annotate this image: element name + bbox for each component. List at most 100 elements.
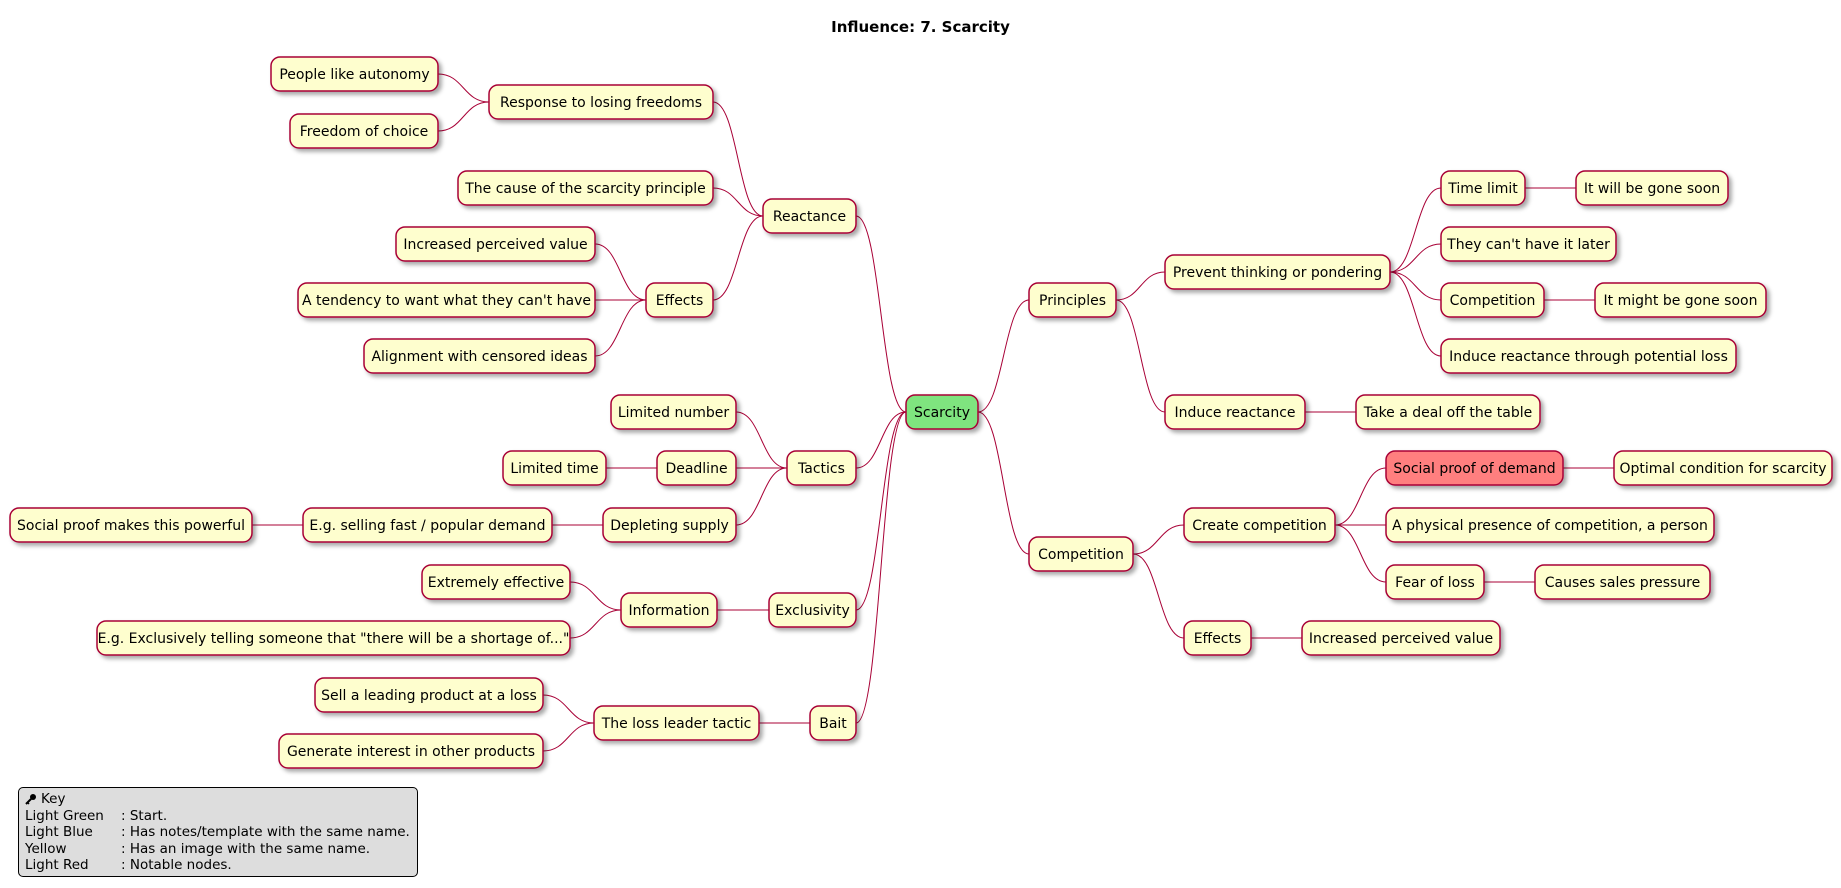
node-label: Social proof of demand: [1393, 461, 1555, 477]
node-label: Bait: [819, 716, 847, 732]
node-time-limit: Time limit: [1440, 170, 1526, 206]
node-reactance: Reactance: [762, 198, 857, 234]
node-label: Information: [628, 603, 709, 619]
legend-key: Light Red: [25, 857, 89, 873]
node-create-comp: Create competition: [1183, 507, 1336, 543]
node-box: [395, 226, 596, 262]
edge-root-reactance: [855, 215, 907, 413]
node-label: Exclusivity: [775, 603, 849, 619]
node-box: [1440, 226, 1617, 262]
node-box: [1594, 282, 1767, 318]
node-box: [645, 282, 714, 318]
node-label: Effects: [1194, 631, 1242, 647]
edge-loss_leader-sell_leading: [542, 694, 595, 724]
node-label: E.g. Exclusively telling someone that "t…: [98, 631, 570, 647]
node-induce-react: Induce reactance: [1164, 394, 1306, 430]
node-exclusively: E.g. Exclusively telling someone that "t…: [96, 620, 571, 656]
legend-desc: : Notable nodes.: [121, 857, 232, 873]
node-label: E.g. selling fast / popular demand: [309, 518, 545, 534]
node-box: [270, 56, 439, 92]
edge-root-exclusivity: [855, 411, 907, 611]
node-limited-num: Limited number: [610, 394, 737, 430]
node-label: Prevent thinking or pondering: [1173, 265, 1382, 281]
edge-principles-prevent: [1115, 271, 1166, 301]
node-label: The loss leader tactic: [601, 716, 752, 732]
key-icon: [25, 794, 36, 805]
node-box: [1183, 620, 1252, 656]
node-perceived-r: Increased perceived value: [1301, 620, 1501, 656]
node-box: [905, 394, 979, 430]
node-box: [302, 507, 553, 543]
node-label: Competition: [1450, 293, 1536, 309]
legend-desc: : Start.: [121, 807, 168, 824]
node-box: [1385, 507, 1715, 543]
node-might-gone: It might be gone soon: [1594, 282, 1767, 318]
node-response: Response to losing freedoms: [488, 84, 714, 120]
node-competition: Competition: [1028, 536, 1134, 572]
node-box: [1440, 338, 1737, 374]
edge-response-freedom: [437, 101, 490, 132]
mind-map-nodes: Scarcity Principles Prevent thinking or po…: [9, 56, 1833, 769]
edge-effects_l-perceived_l: [594, 243, 647, 301]
node-competition-p: Competition: [1440, 282, 1545, 318]
legend-row: Yellow : Has an image with the same name.: [25, 841, 411, 858]
edge-reactance-response: [712, 101, 764, 217]
edge-competition-create_comp: [1132, 524, 1185, 555]
node-label: Effects: [656, 293, 704, 309]
edge-prevent-induce_loss: [1389, 271, 1442, 357]
node-box: [1355, 394, 1541, 430]
node-label: Tactics: [797, 461, 845, 477]
legend-key: Yellow: [25, 840, 67, 857]
node-box: [457, 170, 714, 206]
node-tendency: A tendency to want what they can't have: [297, 282, 596, 318]
node-physical: A physical presence of competition, a pe…: [1385, 507, 1715, 543]
node-label: The cause of the scarcity principle: [464, 181, 706, 197]
node-box: [1575, 170, 1729, 206]
node-box: [656, 450, 737, 486]
node-tactics: Tactics: [786, 450, 857, 486]
legend: Key Light Green: Start. Light Blue: Has …: [18, 787, 418, 877]
node-box: [610, 394, 737, 430]
node-induce-loss: Induce reactance through potential loss: [1440, 338, 1737, 374]
node-prevent: Prevent thinking or pondering: [1164, 254, 1391, 290]
node-box: [1613, 450, 1833, 486]
node-box: [289, 113, 439, 149]
edge-root-tactics: [855, 411, 907, 469]
node-box: [278, 733, 544, 769]
mind-map-edges: [252, 73, 1614, 752]
node-label: Take a deal off the table: [1363, 405, 1532, 421]
edge-response-autonomy: [437, 73, 490, 103]
legend-key: Light Green: [25, 807, 104, 824]
node-label: Causes sales pressure: [1545, 575, 1700, 591]
edge-root-bait: [855, 411, 907, 724]
node-perceived-l: Increased perceived value: [395, 226, 596, 262]
node-label: Depleting supply: [610, 518, 729, 534]
node-label: Principles: [1039, 293, 1106, 309]
node-autonomy: People like autonomy: [270, 56, 439, 92]
node-label: Alignment with censored ideas: [371, 349, 587, 365]
node-depleting: Depleting supply: [602, 507, 737, 543]
node-principles: Principles: [1028, 282, 1117, 318]
node-effects-l: Effects: [645, 282, 714, 318]
node-label: It might be gone soon: [1604, 293, 1758, 309]
node-limited-time: Limited time: [502, 450, 607, 486]
edge-principles-induce_react: [1115, 299, 1166, 413]
node-label: They can't have it later: [1446, 237, 1610, 253]
node-label: Reactance: [773, 209, 846, 225]
node-label: Extremely effective: [428, 575, 564, 591]
node-generate: Generate interest in other products: [278, 733, 544, 769]
node-box: [1301, 620, 1501, 656]
node-label: Limited time: [510, 461, 598, 477]
edge-effects_l-alignment: [594, 299, 647, 357]
node-box: [421, 564, 571, 600]
node-label: Freedom of choice: [300, 124, 429, 140]
diagram-title: Influence: 7. Scarcity: [831, 18, 1010, 36]
node-root: Scarcity: [905, 394, 979, 430]
node-label: Generate interest in other products: [287, 744, 535, 760]
node-sell-leading: Sell a leading product at a loss: [314, 677, 544, 713]
node-box: [1534, 564, 1711, 600]
node-optimal: Optimal condition for scarcity: [1613, 450, 1833, 486]
node-loss-leader: The loss leader tactic: [593, 705, 760, 741]
node-box: [1385, 564, 1485, 600]
legend-desc: : Has an image with the same name.: [121, 840, 371, 857]
